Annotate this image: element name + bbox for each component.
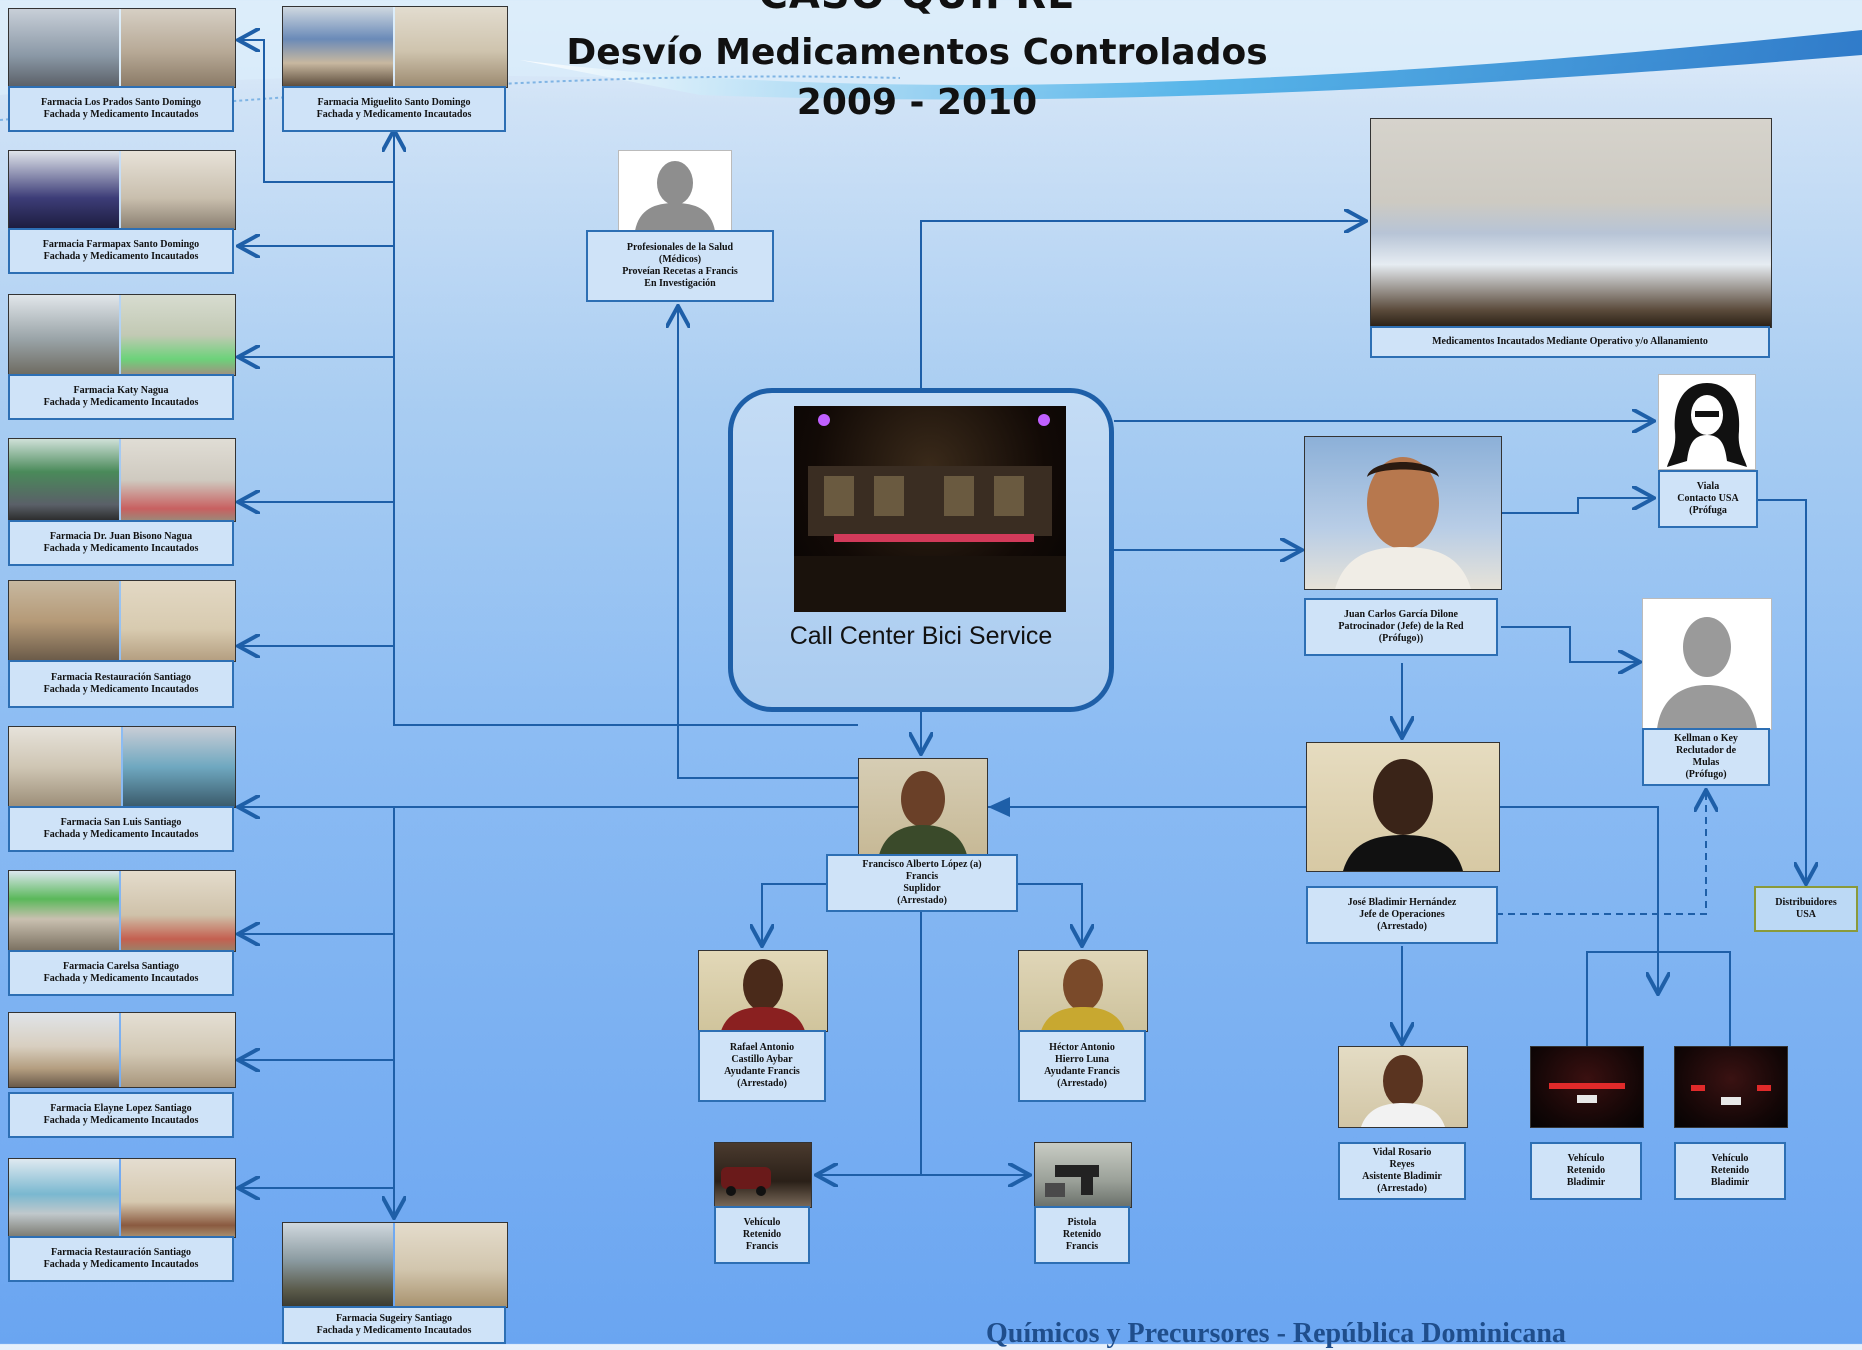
profesionales-caption: Profesionales de la Salud(Médicos)Proveí… [586,230,774,302]
female-silhouette-icon [1658,374,1756,470]
pharmacy-photo-9 [8,1158,236,1238]
pharmacy-photo-5 [8,580,236,662]
pharmacy-photo-1 [8,8,236,88]
vehiculo-bladimir-2-photo [1674,1046,1788,1128]
vidal-photo [1338,1046,1468,1128]
jose-photo [1306,742,1500,872]
pistola-photo [1034,1142,1132,1208]
medicamentos-photo [1370,118,1772,328]
pharmacy-photo-3 [8,294,236,376]
pharmacy-photo-6 [8,726,236,808]
vehiculo-francis-photo [714,1142,812,1208]
juan-carlos-photo [1304,436,1502,590]
footer-text: Químicos y Precursores - República Domin… [986,1318,1566,1349]
profile-silhouette-icon [1642,598,1772,730]
diagram-years: 2009 - 2010 [796,82,1038,123]
medicamentos-caption: Medicamentos Incautados Mediante Operati… [1370,326,1770,358]
rafael-photo [698,950,828,1032]
call-center-photo [794,406,1066,612]
call-center-label: Call Center Bici Service [789,622,1053,650]
pharmacy-photo-4 [8,438,236,522]
pharmacy-photo-7 [8,870,236,952]
hector-photo [1018,950,1148,1032]
francisco-photo [858,758,988,856]
pharmacy-photo-miguelito [282,6,508,88]
case-title: CASO QUIPRE [0,0,1834,18]
diagram-title: Desvío Medicamentos Controlados [566,32,1268,73]
pharmacy-photo-2 [8,150,236,230]
pharmacy-photo-sugeiry [282,1222,508,1308]
vehiculo-bladimir-1-photo [1530,1046,1644,1128]
profile-silhouette-icon [618,150,732,232]
pharmacy-photo-8 [8,1012,236,1088]
